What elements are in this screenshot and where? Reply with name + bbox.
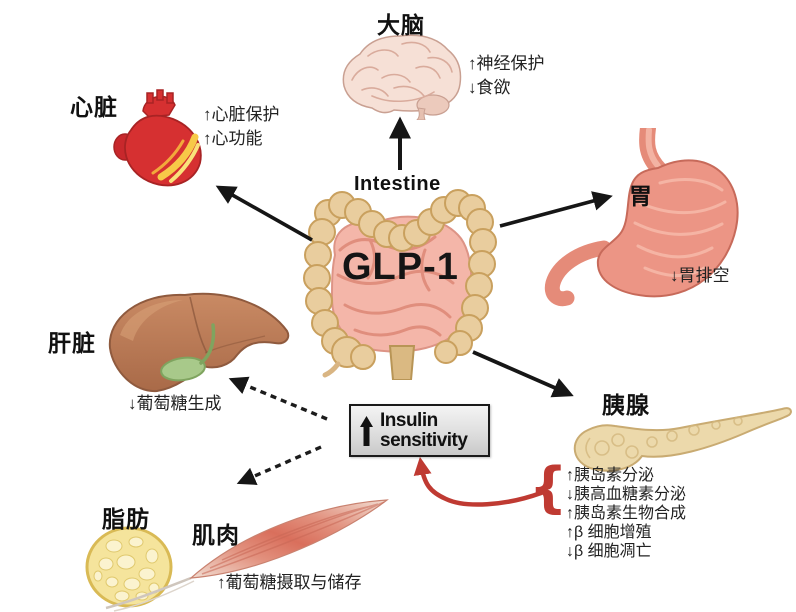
insulin-box-line1: Insulin <box>380 409 438 431</box>
effect-line: ↑胰岛素生物合成 <box>566 505 687 522</box>
pancreas-label: 胰腺 <box>602 392 650 418</box>
effect-line: ↑β 细胞增殖 <box>566 524 652 541</box>
arrow-intestine-to-heart <box>215 185 313 242</box>
arrow-intestine-to-stomach <box>499 191 613 228</box>
heart-label: 心脏 <box>70 94 118 120</box>
liver-illustration <box>108 292 290 393</box>
effect-line: ↓食欲 <box>468 78 511 97</box>
stomach-label: 胃 <box>629 183 653 209</box>
stomach-effects: ↓胃排空 <box>670 264 730 288</box>
pancreas-illustration <box>573 407 792 472</box>
effect-line: ↑葡萄糖摄取与储存 <box>217 573 362 592</box>
muscle-label: 肌肉 <box>192 522 240 548</box>
effect-line: ↑胰岛素分泌 <box>566 467 655 484</box>
glp1-label: GLP-1 <box>342 246 459 288</box>
arrow-intestine-to-pancreas <box>472 350 574 398</box>
effect-line: ↑神经保护 <box>468 54 545 73</box>
pancreas-effects-list: ↑胰岛素分泌 ↓胰高血糖素分泌 ↑胰岛素生物合成 ↑β 细胞增殖 ↓β 细胞凋亡 <box>566 466 686 561</box>
fat-illustration <box>85 526 173 608</box>
effect-line: ↓葡萄糖生成 <box>128 394 222 413</box>
muscle-effects: ↑葡萄糖摄取与储存 <box>217 571 362 595</box>
effect-line: ↓胃排空 <box>670 266 730 285</box>
effect-line: ↓胰高血糖素分泌 <box>566 486 687 503</box>
heart-illustration <box>113 89 202 187</box>
insulin-box-text: Insulin sensitivity <box>380 409 468 451</box>
up-arrow-icon <box>360 415 373 446</box>
fat-label: 脂肪 <box>102 506 150 532</box>
effect-line: ↑心脏保护 <box>203 105 280 124</box>
dashed-arrow-to-liver <box>228 376 328 421</box>
liver-label: 肝脏 <box>48 330 96 356</box>
insulin-sensitivity-box: Insulin sensitivity <box>349 404 490 457</box>
effect-line: ↓β 细胞凋亡 <box>566 543 652 560</box>
liver-effects: ↓葡萄糖生成 <box>128 392 222 416</box>
effect-line: ↑心功能 <box>203 129 263 148</box>
brain-effects: ↑神经保护 ↓食欲 <box>468 52 545 100</box>
red-arrow-pancreas-to-insulin-box <box>413 456 544 507</box>
brain-illustration <box>342 34 462 120</box>
insulin-box-line2: sensitivity <box>380 429 468 451</box>
intestine-label: Intestine <box>354 173 441 195</box>
brain-label: 大脑 <box>377 12 425 38</box>
heart-effects: ↑心脏保护 ↑心功能 <box>203 103 280 151</box>
dashed-arrow-to-muscle <box>236 445 322 485</box>
red-brace: { <box>529 456 568 519</box>
